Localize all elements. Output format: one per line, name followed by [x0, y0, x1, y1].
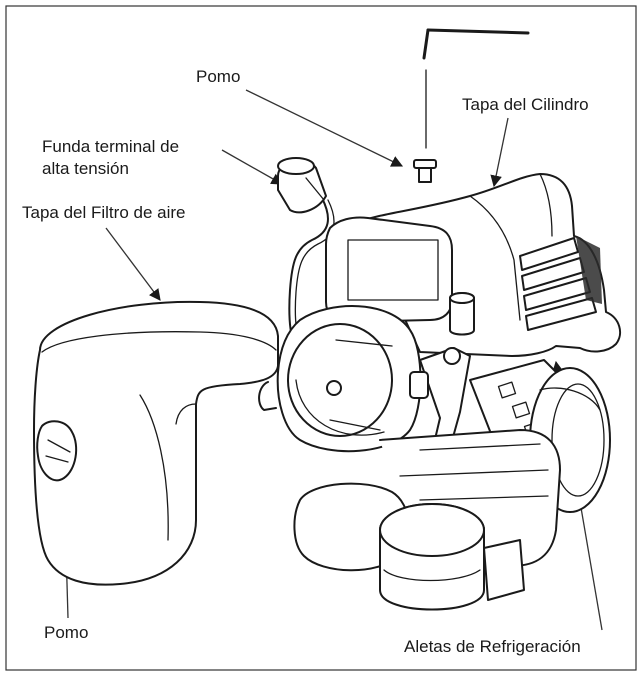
leader-pomo-top — [245, 89, 404, 167]
label-funda-line2: alta tensión — [42, 159, 129, 178]
figure-border — [5, 5, 637, 671]
engine-post — [449, 292, 475, 336]
leader-funda — [221, 149, 284, 185]
shroud-vents — [519, 236, 602, 331]
hex-key-icon — [422, 28, 530, 149]
knob-icon — [413, 159, 437, 183]
fuel-cup — [379, 503, 485, 611]
label-pomo-bottom: Pomo — [44, 623, 88, 642]
air-filter-cover — [33, 300, 279, 586]
label-aletas: Aletas de Refrigeración — [404, 637, 581, 656]
label-pomo-top: Pomo — [196, 67, 240, 86]
cover-knob-icon — [36, 420, 78, 482]
label-tapa-cilindro: Tapa del Cilindro — [462, 95, 589, 114]
engine-body — [258, 173, 622, 611]
leader-tapa-cilindro — [490, 117, 509, 188]
label-funda-line1: Funda terminal de — [42, 137, 179, 156]
leader-tapa-filtro — [105, 227, 161, 301]
label-tapa-filtro: Tapa del Filtro de aire — [22, 203, 185, 222]
